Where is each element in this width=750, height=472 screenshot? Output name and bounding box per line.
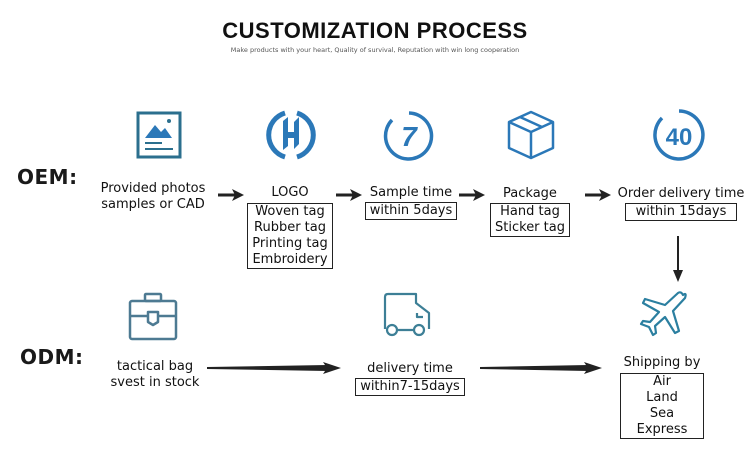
box-line: Express: [636, 422, 688, 437]
box-line: Air: [653, 374, 671, 389]
shipping-options-box: Air Land Sea Express: [619, 373, 705, 439]
stage-title-line: Sample time: [369, 185, 453, 200]
airplane-icon: [635, 289, 691, 339]
stage-title-line: tactical bag: [116, 359, 194, 374]
number-40-icon: 40: [652, 108, 706, 162]
icon-number-text: 7: [401, 121, 418, 152]
arrow-right-long: [480, 361, 604, 375]
delivery-truck-icon: [381, 291, 441, 341]
icon-number-text: 40: [666, 124, 693, 151]
stage-title-line: LOGO: [271, 185, 309, 200]
order-delivery-box: within 15days: [624, 203, 738, 221]
stage-title-line: samples or CAD: [101, 197, 205, 212]
package-options-box: Hand tag Sticker tag: [490, 203, 570, 237]
stage-order-delivery: Order delivery time within 15days: [612, 186, 750, 221]
stage-sample-time: Sample time within 5days: [355, 185, 467, 220]
stage-title-line: delivery time: [367, 361, 453, 376]
oem-label: OEM:: [17, 165, 78, 189]
odm-label: ODM:: [20, 345, 84, 369]
box-line: within 5days: [369, 203, 453, 218]
arrow-right: [459, 188, 487, 202]
image-document-icon: [136, 111, 182, 159]
box-line: Printing tag: [252, 236, 328, 251]
stage-title-line: Provided photos: [100, 181, 206, 196]
page-subtitle: Make products with your heart, Quality o…: [230, 46, 520, 54]
stage-shipping: Shipping by Air Land Sea Express: [612, 355, 712, 439]
stage-package: Package Hand tag Sticker tag: [480, 186, 580, 237]
box-line: Hand tag: [500, 204, 560, 219]
box-line: Sea: [649, 406, 675, 421]
arrow-right-long: [207, 361, 343, 375]
sample-time-box: within 5days: [364, 202, 458, 220]
stage-provided-photos: Provided photos samples or CAD: [88, 181, 218, 213]
arrow-right: [218, 188, 246, 202]
stage-delivery-time: delivery time within7-15days: [350, 361, 470, 396]
delivery-time-box: within7-15days: [355, 378, 465, 396]
stage-title-line: Shipping by: [623, 355, 701, 370]
box-line: Woven tag: [255, 204, 325, 219]
stage-tactical-bag: tactical bag svest in stock: [100, 359, 210, 391]
briefcase-icon: [127, 292, 179, 342]
box-line: Rubber tag: [254, 220, 326, 235]
arrow-down: [671, 236, 685, 284]
arrow-right: [585, 188, 613, 202]
stage-title-line: svest in stock: [110, 375, 200, 390]
box-line: within7-15days: [360, 379, 460, 394]
stage-title-line: Order delivery time: [617, 186, 745, 201]
box-line: Sticker tag: [495, 220, 565, 235]
box-line: Land: [646, 390, 678, 405]
stage-logo: LOGO Woven tag Rubber tag Printing tag E…: [240, 185, 340, 269]
box-line: Embroidery: [252, 252, 328, 267]
package-box-icon: [505, 108, 557, 162]
arrow-right: [336, 188, 364, 202]
box-line: within 15days: [635, 204, 727, 219]
stage-title-line: Package: [503, 186, 557, 201]
page-title: CUSTOMIZATION PROCESS: [222, 18, 528, 43]
logo-options-box: Woven tag Rubber tag Printing tag Embroi…: [247, 203, 333, 269]
logo-h-icon: [263, 108, 319, 162]
number-7-icon: 7: [383, 110, 435, 162]
